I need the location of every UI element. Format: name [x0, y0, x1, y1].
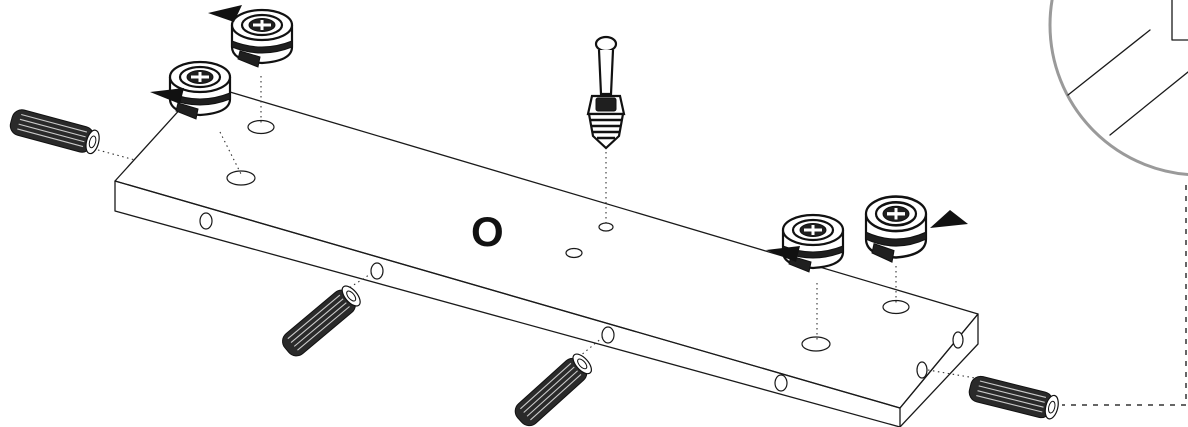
cam-lock — [781, 213, 845, 274]
dowel-pin — [7, 106, 103, 157]
side-holes — [199, 212, 964, 392]
dowel-pin — [966, 373, 1062, 422]
board-panel — [114, 83, 979, 427]
cam-lock — [230, 8, 294, 69]
side-hole — [916, 361, 928, 379]
top-hole — [882, 299, 910, 315]
dowels — [7, 106, 1062, 427]
rotate-arrow-icon — [930, 210, 968, 228]
side-hole — [601, 326, 615, 344]
side-hole — [199, 212, 213, 230]
board-end-face — [899, 313, 979, 427]
top-hole — [598, 222, 614, 232]
part-label: O — [471, 208, 504, 255]
top-hole — [226, 170, 256, 186]
dowel-pin — [277, 281, 365, 361]
side-hole — [952, 331, 964, 349]
cam-lock — [864, 194, 928, 264]
dowel-pin — [510, 349, 596, 427]
top-holes — [226, 119, 910, 352]
side-hole — [774, 374, 788, 392]
top-hole — [801, 336, 831, 352]
rotate-arrow-icon — [766, 246, 800, 262]
rotate-arrow-icon — [150, 88, 184, 104]
side-hole — [370, 262, 384, 280]
top-hole — [247, 119, 275, 135]
top-hole — [565, 247, 583, 259]
magnifier-callout — [1048, 0, 1188, 406]
callout-leader-line — [1062, 185, 1187, 406]
rotate-arrow-icon — [208, 5, 242, 22]
cam-locks — [168, 8, 928, 274]
board-side-face — [114, 180, 901, 427]
cam-bolt — [586, 35, 626, 150]
rotation-arrows — [150, 5, 968, 262]
